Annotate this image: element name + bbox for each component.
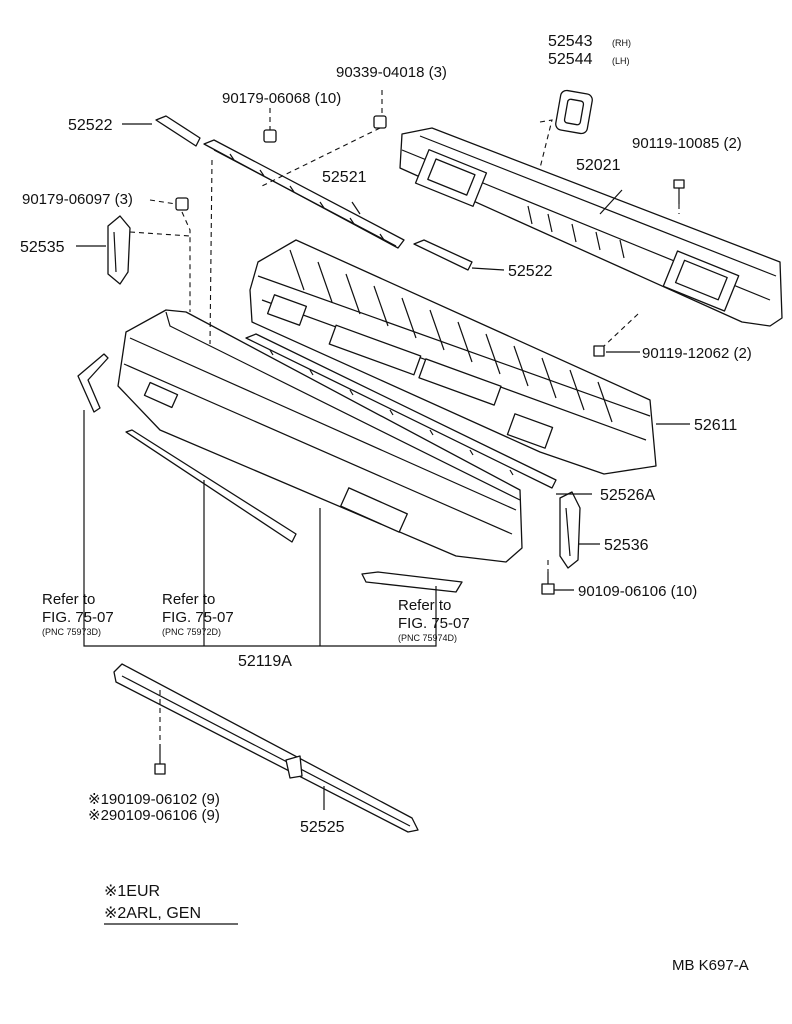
label-52521: 52521 [322, 169, 367, 186]
label-90119-12062: 90119-12062 (2) [642, 345, 752, 362]
clip-90339-04018 [373, 115, 387, 129]
ref-75972D-pnc: (PNC 75972D) [162, 627, 221, 637]
bumper-reinforcement-52021 [399, 127, 783, 327]
label-90119-10085: 90119-10085 (2) [632, 135, 742, 152]
ref-75973D-line2: FIG. 75-07 [42, 609, 114, 626]
ref-75973D-pnc: (PNC 75973D) [42, 627, 101, 637]
bolt-90119-12062 [593, 345, 605, 357]
molding-75973D [77, 353, 109, 413]
side-bracket-52535 [107, 215, 131, 285]
ref-75972D-line2: FIG. 75-07 [162, 609, 234, 626]
figure-code: MB K697-A [672, 957, 749, 974]
label-52543-side: (RH) [612, 38, 631, 48]
energy-absorber-52611 [249, 239, 657, 475]
side-bracket-52536 [559, 491, 581, 569]
label-bolt-option-1: ※190109-06102 (9) [88, 791, 220, 808]
label-52522-top: 52522 [68, 117, 113, 134]
label-52536: 52536 [604, 537, 649, 554]
label-90109-06106: 90109-06106 (10) [578, 583, 697, 600]
label-52525: 52525 [300, 819, 345, 836]
label-52611: 52611 [694, 417, 737, 434]
molding-75974D [361, 571, 463, 593]
ref-75974D-line2: FIG. 75-07 [398, 615, 470, 632]
ref-75974D-line1: Refer to [398, 597, 451, 614]
leader-lines [76, 90, 690, 925]
bolt-lower-90109 [154, 744, 166, 775]
nut-90179-06097 [175, 197, 189, 211]
ref-75972D-line1: Refer to [162, 591, 215, 608]
upper-retainer-52521 [203, 139, 405, 249]
label-52021: 52021 [576, 157, 621, 174]
label-90179-06097: 90179-06097 (3) [22, 191, 133, 208]
ref-75973D-line1: Refer to [42, 591, 95, 608]
label-90339-04018: 90339-04018 (3) [336, 64, 447, 81]
label-52544: 52544 [548, 51, 593, 68]
legend-line-1: ※1EUR [104, 883, 160, 900]
bolt-90119-10085 [673, 179, 685, 204]
legend-line-2: ※2ARL, GEN [104, 905, 201, 922]
label-52535: 52535 [20, 239, 65, 256]
label-52526A: 52526A [600, 487, 655, 504]
bolt-90109-06106 [541, 572, 555, 595]
label-52544-side: (LH) [612, 56, 630, 66]
molding-75972D [125, 429, 297, 543]
label-52543: 52543 [548, 33, 593, 50]
bumper-cover-52119A [117, 309, 523, 563]
label-90179-06068: 90179-06068 (10) [222, 90, 341, 107]
label-bolt-option-2: ※290109-06106 (9) [88, 807, 220, 824]
lower-retainer-52526A [245, 333, 557, 489]
lower-reinforcement-52525 [113, 663, 419, 833]
nut-90179-06068 [263, 129, 277, 143]
retainer-52522-mid [413, 239, 473, 271]
retainer-52522-top [155, 115, 201, 147]
label-52119A: 52119A [238, 653, 292, 670]
ref-75974D-pnc: (PNC 75974D) [398, 633, 457, 643]
bumper-pad-52543-52544 [555, 89, 593, 135]
label-52522-mid: 52522 [508, 263, 553, 280]
